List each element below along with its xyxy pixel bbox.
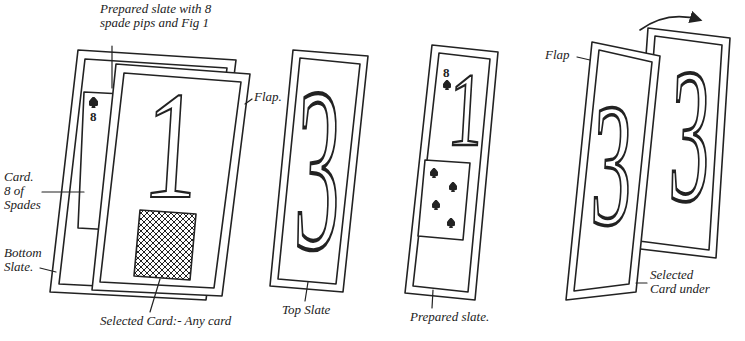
leader-line	[40, 268, 56, 272]
leader-line	[111, 46, 112, 88]
figure-numeral: 3	[662, 39, 719, 231]
callout-label: Selected Card under	[650, 268, 720, 296]
spade-pip	[89, 97, 98, 108]
leader-line	[245, 99, 252, 104]
slate-inner-frame	[413, 53, 490, 292]
flap	[92, 64, 250, 296]
flap-inner-frame	[574, 50, 652, 291]
prepared-slate	[405, 45, 498, 300]
card-index: 8	[443, 66, 450, 79]
figure-numeral: 1	[137, 68, 207, 222]
leader-line	[42, 191, 84, 192]
spade-pip	[447, 218, 455, 228]
callout-label: Flap	[545, 48, 570, 62]
leader-line	[636, 282, 647, 283]
spade-pip	[432, 200, 440, 210]
callout-label: Prepared slate with 8 spade pips and Fig…	[100, 2, 225, 30]
figure-numeral: 3	[584, 77, 641, 253]
callout-label: Card. 8 of Spades	[4, 170, 40, 212]
spade-pip	[449, 182, 457, 192]
callout-label: Bottom Slate.	[4, 246, 52, 274]
leader-line	[150, 279, 160, 312]
top-slate	[270, 50, 368, 292]
callout-label: Top Slate	[282, 303, 330, 317]
leader-line	[432, 290, 433, 308]
callout-label: Prepared slate.	[410, 310, 489, 324]
card-index: 8	[90, 110, 97, 123]
callout-label: Flap.	[254, 90, 282, 104]
leader-line	[577, 57, 590, 60]
figure-numeral: 1	[445, 58, 487, 163]
spade-pip	[430, 168, 438, 178]
motion-arrow	[640, 17, 700, 30]
playing-card	[418, 160, 470, 240]
flap	[566, 42, 660, 300]
callout-label: Selected Card:- Any card	[100, 314, 231, 328]
figure-numeral: 3	[286, 53, 350, 287]
